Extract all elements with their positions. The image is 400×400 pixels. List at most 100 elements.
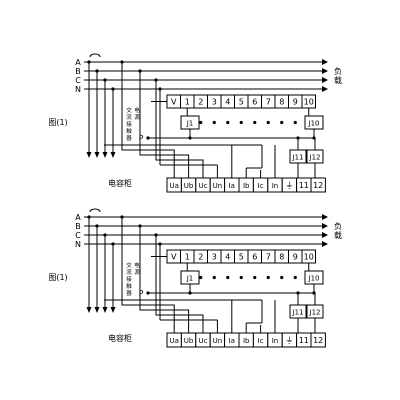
- bottom-terminal-label-3: Un: [213, 337, 223, 345]
- bottom-terminal-label-8: ⏚: [285, 336, 293, 345]
- bottom-terminal-label-9: 11: [299, 181, 309, 190]
- ac-contactor-label-char-3: 接: [126, 120, 132, 128]
- tap-arrow-2: [94, 307, 100, 313]
- bus-label-a: A: [75, 58, 81, 67]
- bottom-terminal-label-7: In: [272, 182, 279, 190]
- relay-ellipsis-dot-3: [212, 275, 216, 280]
- tap-arrow-4: [110, 307, 116, 313]
- relay-ellipsis-dot-4: [226, 275, 230, 280]
- current-transformer-icon: [89, 53, 101, 58]
- tap-arrow-1: [86, 307, 92, 313]
- wire-bus-uc-dot: [154, 233, 158, 237]
- top-terminal-label-4: 4: [225, 253, 230, 262]
- ac-contactor-label-char-4: 触: [126, 282, 132, 290]
- ac-contactor-label-char-5: 器: [126, 135, 132, 142]
- relay-j12-label: J12: [309, 154, 321, 162]
- top-terminal-label-7: 7: [266, 98, 271, 107]
- relay-j11-label: J11: [292, 309, 304, 317]
- bottom-terminal-label-3: Un: [213, 182, 223, 190]
- power-label-char-1: 电: [134, 106, 140, 114]
- wire-bus-ua: [121, 62, 175, 178]
- bus-arrow-a: [322, 214, 328, 220]
- top-terminal-label-1: 1: [185, 98, 190, 107]
- top-terminal-label-8: 8: [279, 253, 284, 262]
- wire-bus-uc: [155, 235, 204, 333]
- bottom-terminal-label-6: Ic: [258, 337, 264, 345]
- tap-arrow-4: [110, 152, 116, 158]
- load-label-char-1: 负: [334, 221, 342, 231]
- bottom-terminal-label-1: Ub: [184, 337, 194, 345]
- relay-j1-label: J1: [186, 275, 194, 283]
- wire-bus-ub: [139, 71, 190, 178]
- load-label-char-1: 负: [334, 66, 342, 76]
- relay-ellipsis-dot-6: [253, 120, 257, 125]
- wire-bus-ua-dot: [120, 215, 124, 219]
- load-label-char-2: 载: [334, 75, 342, 85]
- bottom-terminal-label-2: Uc: [199, 182, 208, 190]
- bottom-terminal-label-0: Ua: [169, 182, 178, 190]
- bottom-terminal-label-10: 12: [313, 336, 323, 345]
- top-terminal-label-4: 4: [225, 98, 230, 107]
- relay-j1-label: J1: [186, 120, 194, 128]
- relay-ellipsis-dot-7: [266, 275, 270, 280]
- top-terminal-label-3: 3: [212, 253, 217, 262]
- relay-j10-label: J10: [308, 275, 320, 283]
- p-junction-j1: [188, 136, 192, 140]
- top-terminal-label-10: 10: [304, 98, 314, 107]
- bus-label-b: B: [75, 67, 81, 76]
- relay-ellipsis-dot-5: [239, 275, 243, 280]
- bus-arrow-n: [322, 86, 328, 92]
- bottom-terminal-label-4: Ia: [229, 182, 235, 190]
- p-junction-j1: [188, 291, 192, 295]
- top-terminal-label-0: V: [171, 98, 177, 107]
- capacitor-cabinet-label: 电容柜: [108, 178, 132, 188]
- relay-ellipsis-dot-5: [239, 120, 243, 125]
- wire-bus-un-dot: [158, 87, 162, 91]
- tap-arrow-1: [86, 152, 92, 158]
- ac-contactor-label-char-2: 流: [126, 268, 132, 276]
- bottom-terminal-label-2: Uc: [199, 337, 208, 345]
- top-terminal-label-6: 6: [252, 253, 257, 262]
- bottom-terminal-10: [310, 332, 326, 348]
- bus-label-c: C: [75, 231, 81, 240]
- top-terminal-label-7: 7: [266, 253, 271, 262]
- relay-ellipsis-dot-9: [293, 120, 297, 125]
- power-label-char-2: 源: [134, 268, 140, 276]
- ac-contactor-label-char-4: 触: [126, 127, 132, 135]
- top-terminal-label-2: 2: [198, 98, 203, 107]
- top-terminal-label-5: 5: [239, 98, 244, 107]
- wire-bus-uc-dot: [154, 78, 158, 82]
- capacitor-cabinet-label: 电容柜: [108, 333, 132, 343]
- relay-ellipsis-dot-6: [253, 275, 257, 280]
- bottom-terminal-label-4: Ia: [229, 337, 235, 345]
- top-terminal-label-9: 9: [293, 253, 298, 262]
- top-terminal-label-2: 2: [198, 253, 203, 262]
- bus-label-b: B: [75, 222, 81, 231]
- bus-arrow-n: [322, 241, 328, 247]
- current-transformer-icon: [89, 208, 101, 213]
- ac-contactor-label-char-1: 交: [126, 106, 132, 114]
- top-terminal-label-6: 6: [252, 98, 257, 107]
- bottom-terminal-label-0: Ua: [169, 337, 178, 345]
- wire-bus-uc: [155, 80, 204, 178]
- tap-arrow-3: [102, 307, 108, 313]
- neutral-point-label: P: [139, 289, 144, 298]
- relay-ellipsis-dot-9: [293, 275, 297, 280]
- top-terminal-label-5: 5: [239, 253, 244, 262]
- relay-ellipsis-dot-3: [212, 120, 216, 125]
- wire-bus-ua-dot: [120, 60, 124, 64]
- top-terminal-label-8: 8: [279, 98, 284, 107]
- tap-arrow-2: [94, 152, 100, 158]
- bottom-terminal-label-8: ⏚: [285, 181, 293, 190]
- wire-bus-ub-dot: [138, 224, 142, 228]
- top-terminal-label-1: 1: [185, 253, 190, 262]
- relay-ellipsis-dot-7: [266, 120, 270, 125]
- power-label-char-1: 电: [134, 261, 140, 269]
- bottom-terminal-label-9: 11: [299, 336, 309, 345]
- relay-ellipsis-dot-2: [199, 120, 203, 125]
- ac-contactor-label-char-1: 交: [126, 261, 132, 269]
- load-label-char-2: 载: [334, 230, 342, 240]
